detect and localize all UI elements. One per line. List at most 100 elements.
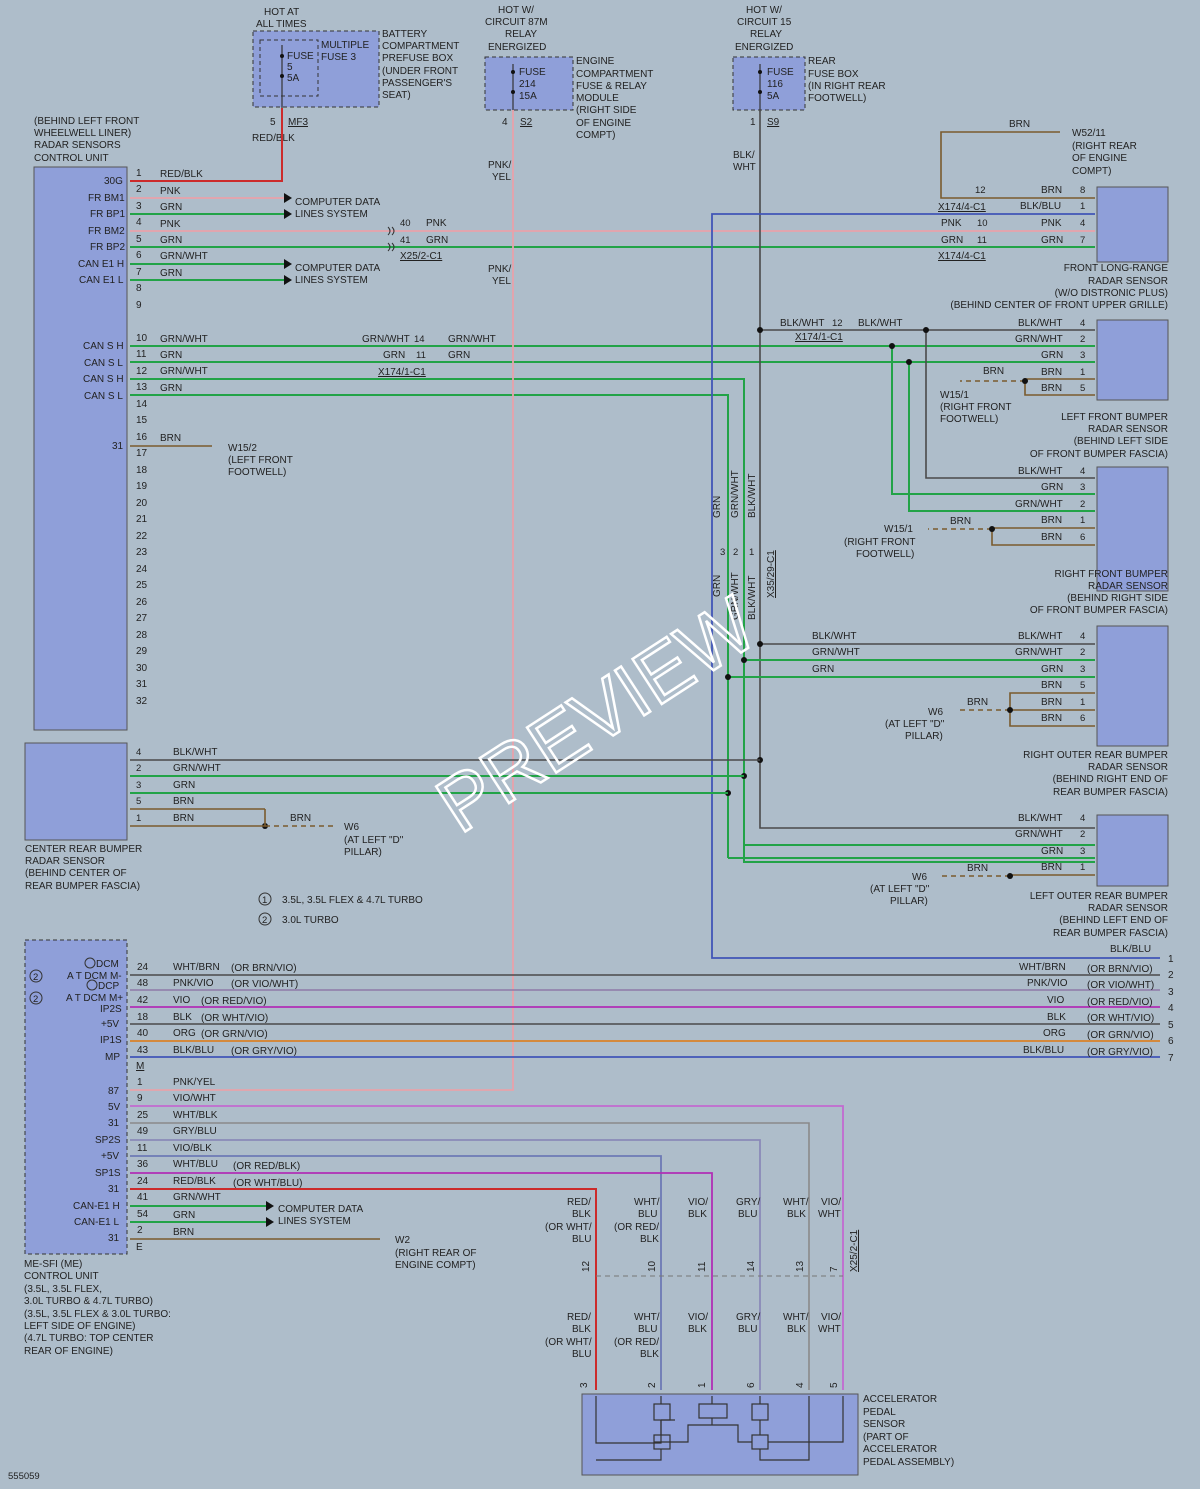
front-long-range-radar-sensor bbox=[1096, 186, 1169, 263]
svg-text:21: 21 bbox=[136, 514, 148, 525]
svg-text:GRY/: GRY/ bbox=[736, 1312, 760, 1323]
svg-text:WHT/BRN: WHT/BRN bbox=[1019, 962, 1066, 973]
svg-text:(3.5L, 3.5L FLEX & 3.0L TURBO:: (3.5L, 3.5L FLEX & 3.0L TURBO: bbox=[24, 1309, 171, 1320]
svg-text:VIO/BLK: VIO/BLK bbox=[173, 1143, 212, 1154]
svg-text:2: 2 bbox=[136, 184, 142, 195]
svg-text:VIO: VIO bbox=[1047, 995, 1064, 1006]
svg-text:X35/29-C1: X35/29-C1 bbox=[766, 550, 777, 598]
svg-text:COMPUTER DATA: COMPUTER DATA bbox=[278, 1204, 364, 1215]
svg-text:GRN: GRN bbox=[160, 268, 182, 279]
svg-text:10: 10 bbox=[136, 333, 148, 344]
svg-text:3.5L, 3.5L FLEX & 4.7L TURBO: 3.5L, 3.5L FLEX & 4.7L TURBO bbox=[282, 895, 423, 906]
svg-text:14: 14 bbox=[136, 399, 148, 410]
svg-text:(UNDER FRONT: (UNDER FRONT bbox=[382, 66, 458, 77]
right-front-bumper-radar-sensor bbox=[1096, 466, 1169, 592]
svg-text:YEL: YEL bbox=[492, 172, 511, 183]
svg-text:VIO/: VIO/ bbox=[821, 1197, 841, 1208]
svg-text:BLK: BLK bbox=[572, 1209, 591, 1220]
me-sfi-control-unit bbox=[24, 939, 128, 1255]
junction-dots bbox=[262, 327, 1028, 879]
svg-text:RADAR SENSOR: RADAR SENSOR bbox=[1088, 276, 1168, 287]
svg-text:(OR WHT/: (OR WHT/ bbox=[545, 1337, 592, 1348]
left-front-bumper-radar-sensor bbox=[1096, 319, 1169, 401]
svg-text:BRN: BRN bbox=[160, 433, 181, 444]
svg-text:40: 40 bbox=[400, 218, 411, 229]
svg-text:(OR GRY/VIO): (OR GRY/VIO) bbox=[231, 1046, 297, 1057]
svg-text:3: 3 bbox=[1080, 350, 1085, 361]
svg-text:PNK/VIO: PNK/VIO bbox=[173, 978, 214, 989]
svg-text:FOOTWELL): FOOTWELL) bbox=[856, 549, 914, 560]
svg-text:MP: MP bbox=[105, 1052, 120, 1063]
svg-text:24: 24 bbox=[137, 1176, 149, 1187]
svg-text:S2: S2 bbox=[520, 117, 533, 128]
svg-text:+5V: +5V bbox=[101, 1019, 119, 1030]
svg-text:OF ENGINE: OF ENGINE bbox=[1072, 153, 1127, 164]
svg-text:(OR RED/: (OR RED/ bbox=[614, 1222, 659, 1233]
svg-text:3.0L TURBO: 3.0L TURBO bbox=[282, 915, 339, 926]
svg-text:FOOTWELL): FOOTWELL) bbox=[808, 93, 866, 104]
svg-text:OF FRONT BUMPER FASCIA): OF FRONT BUMPER FASCIA) bbox=[1030, 605, 1168, 616]
svg-text:GRN/WHT: GRN/WHT bbox=[730, 470, 741, 518]
svg-text:S9: S9 bbox=[767, 117, 780, 128]
svg-text:GRN: GRN bbox=[160, 350, 182, 361]
svg-text:GRN: GRN bbox=[1041, 846, 1063, 857]
svg-text:555059: 555059 bbox=[8, 1471, 40, 1482]
svg-text:OF FRONT BUMPER FASCIA): OF FRONT BUMPER FASCIA) bbox=[1030, 449, 1168, 460]
svg-text:FR BM2: FR BM2 bbox=[88, 226, 125, 237]
svg-text:W6: W6 bbox=[344, 822, 359, 833]
svg-text:SENSOR: SENSOR bbox=[863, 1419, 905, 1430]
svg-text:14: 14 bbox=[414, 334, 425, 345]
svg-text:(OR GRY/VIO): (OR GRY/VIO) bbox=[1087, 1047, 1153, 1058]
svg-text:(OR WHT/VIO): (OR WHT/VIO) bbox=[1087, 1013, 1154, 1024]
svg-text:GRN: GRN bbox=[173, 1210, 195, 1221]
svg-text:CONTROL UNIT: CONTROL UNIT bbox=[24, 1271, 99, 1282]
svg-text:MODULE: MODULE bbox=[576, 93, 619, 104]
svg-text:COMPUTER DATA: COMPUTER DATA bbox=[295, 263, 381, 274]
svg-text:(RIGHT REAR OF: (RIGHT REAR OF bbox=[395, 1248, 476, 1259]
svg-text:GRN/WHT: GRN/WHT bbox=[730, 572, 741, 620]
svg-text:DCP: DCP bbox=[98, 981, 119, 992]
svg-text:REAR: REAR bbox=[808, 56, 836, 67]
svg-text:(BEHIND LEFT END OF: (BEHIND LEFT END OF bbox=[1059, 915, 1168, 926]
accel-wire-labels-top: RED/BLK (OR WHT/BLU WHT/BLU (OR RED/BLK … bbox=[545, 1197, 841, 1245]
svg-text:ENERGIZED: ENERGIZED bbox=[488, 42, 546, 53]
svg-text:5A: 5A bbox=[287, 73, 300, 84]
svg-text:A T DCM M+: A T DCM M+ bbox=[66, 993, 123, 1004]
svg-text:42: 42 bbox=[137, 995, 149, 1006]
svg-text:PNK: PNK bbox=[426, 218, 447, 229]
svg-text:IP1S: IP1S bbox=[100, 1035, 122, 1046]
svg-text:COMPT): COMPT) bbox=[1072, 166, 1111, 177]
svg-text:12: 12 bbox=[832, 318, 843, 329]
svg-text:(W/O DISTRONIC PLUS): (W/O DISTRONIC PLUS) bbox=[1055, 288, 1168, 299]
svg-text:(OR BRN/VIO): (OR BRN/VIO) bbox=[1087, 964, 1153, 975]
svg-text:31: 31 bbox=[108, 1118, 120, 1129]
radar-ecu-pin-labels: 30G FR BM1 FR BP1 FR BM2 FR BP2 CAN E1 H… bbox=[78, 176, 125, 452]
svg-text:(OR WHT/: (OR WHT/ bbox=[545, 1222, 592, 1233]
svg-text:5: 5 bbox=[270, 117, 276, 128]
svg-text:GRN/WHT: GRN/WHT bbox=[448, 334, 496, 345]
svg-text:48: 48 bbox=[137, 978, 149, 989]
svg-text:8: 8 bbox=[1080, 185, 1085, 196]
svg-text:GRN/WHT: GRN/WHT bbox=[1015, 499, 1063, 510]
svg-text:6: 6 bbox=[746, 1382, 757, 1388]
svg-text:9: 9 bbox=[137, 1093, 143, 1104]
svg-text:VIO/: VIO/ bbox=[821, 1312, 841, 1323]
svg-text:COMPARTMENT: COMPARTMENT bbox=[382, 41, 459, 52]
radar-sensors-control-unit bbox=[33, 166, 128, 731]
svg-text:(3.5L, 3.5L FLEX,: (3.5L, 3.5L FLEX, bbox=[24, 1284, 102, 1295]
svg-text:CAN S H: CAN S H bbox=[83, 374, 124, 385]
svg-text:MF3: MF3 bbox=[288, 117, 308, 128]
svg-text:(OR VIO/WHT): (OR VIO/WHT) bbox=[1087, 980, 1154, 991]
svg-text:GRN: GRN bbox=[1041, 235, 1063, 246]
svg-text:GRN: GRN bbox=[1041, 664, 1063, 675]
svg-text:GRN: GRN bbox=[1041, 482, 1063, 493]
svg-text:87: 87 bbox=[108, 1086, 120, 1097]
svg-text:23: 23 bbox=[136, 547, 148, 558]
svg-text:5A: 5A bbox=[767, 91, 780, 102]
svg-text:(BEHIND LEFT FRONT: (BEHIND LEFT FRONT bbox=[34, 116, 139, 127]
svg-text:BLK/: BLK/ bbox=[733, 150, 755, 161]
svg-text:(OR GRN/VIO): (OR GRN/VIO) bbox=[1087, 1030, 1154, 1041]
svg-text:BLK/WHT: BLK/WHT bbox=[173, 747, 217, 758]
svg-text:GRN/WHT: GRN/WHT bbox=[1015, 334, 1063, 345]
